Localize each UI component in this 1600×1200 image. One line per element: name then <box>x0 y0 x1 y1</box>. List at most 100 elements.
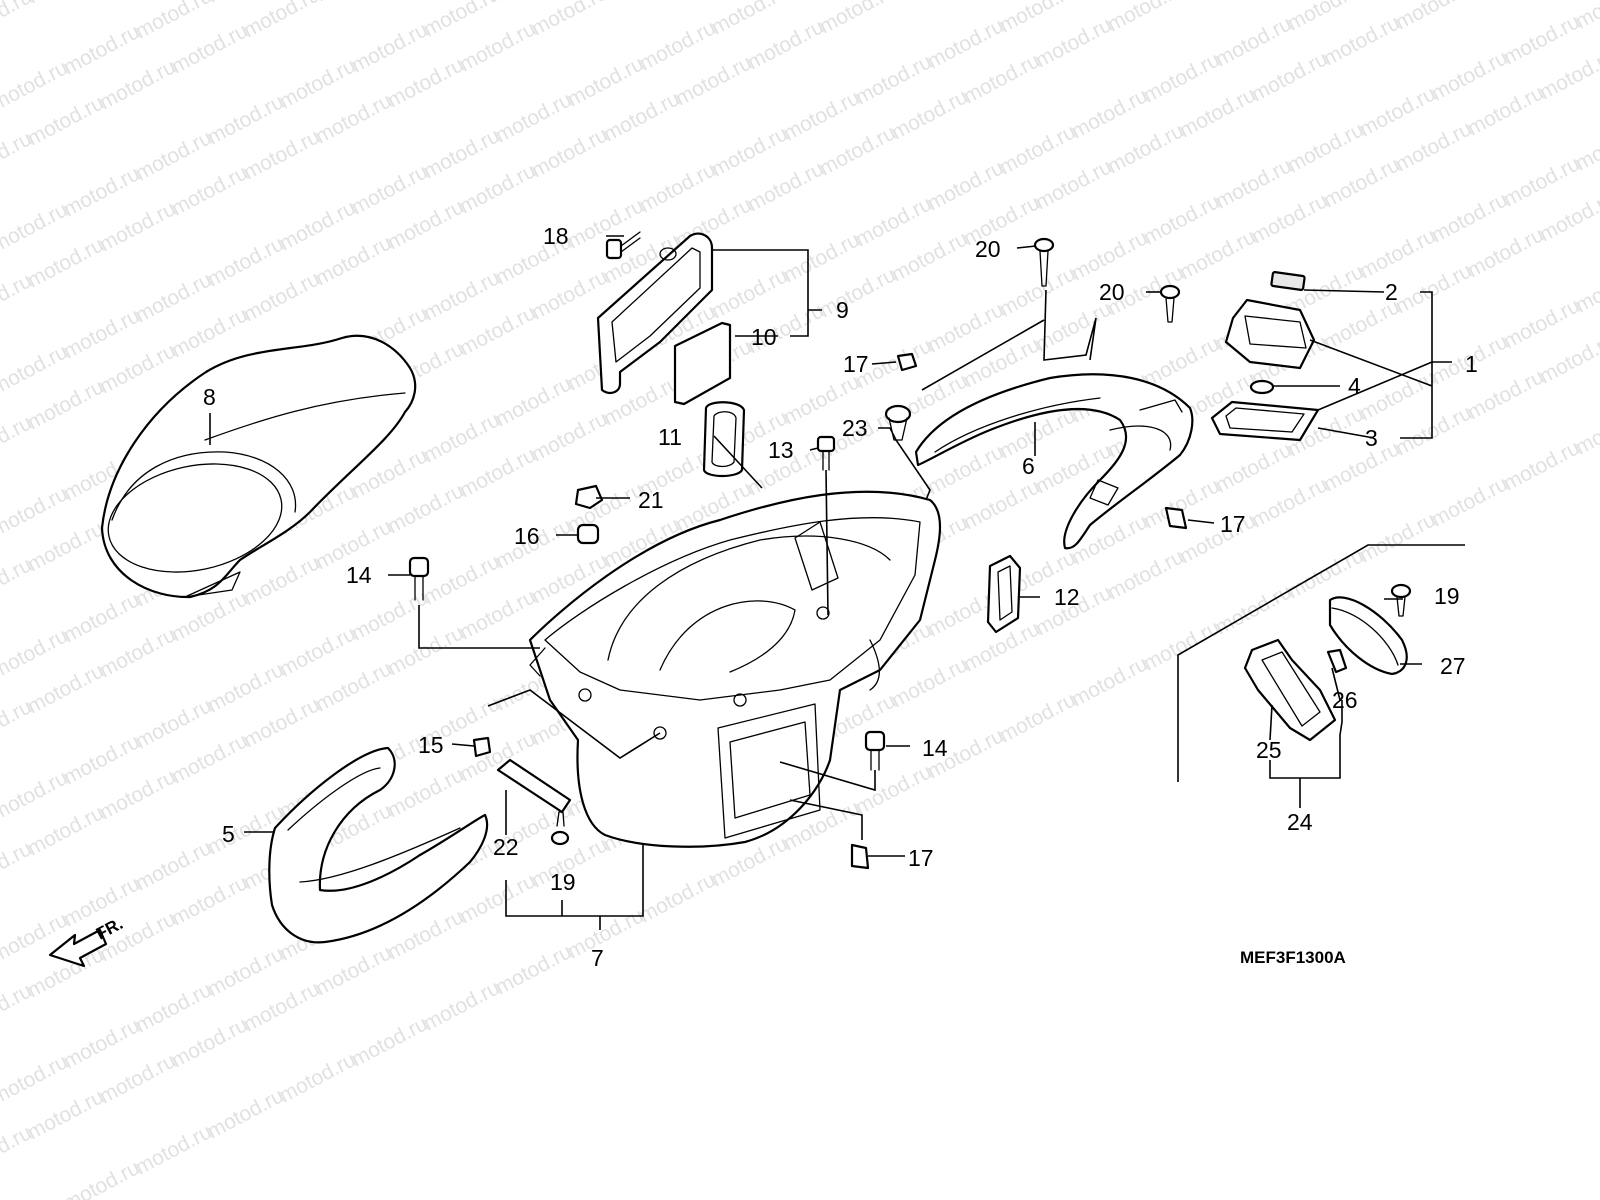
screw-19a[interactable] <box>1390 583 1412 617</box>
watermark-text: motod.ru <box>240 267 324 326</box>
watermark-text: motod.ru <box>60 588 144 647</box>
watermark-text: motod.ru <box>276 196 360 255</box>
clip-15[interactable] <box>472 736 492 758</box>
bolt-18[interactable] <box>605 231 641 260</box>
watermark-text: motod.ru <box>924 14 1008 73</box>
tail-light-assembly[interactable] <box>1210 271 1320 442</box>
watermark-text: motod.ru <box>708 122 792 181</box>
watermark-text: motod.ru <box>132 1120 216 1179</box>
watermark-text: motod.ru <box>132 126 216 185</box>
watermark-text: motod.ru <box>96 55 180 114</box>
watermark-text: motod.ru <box>168 303 252 362</box>
watermark-text: motod.ru <box>60 304 144 363</box>
watermark-text: motod.ru <box>1536 45 1600 104</box>
watermark-text: motod.ru <box>420 0 504 41</box>
watermark-text: motod.ru <box>888 85 972 144</box>
watermark-text: motod.ru <box>204 90 288 149</box>
carrier-arch-part[interactable] <box>914 373 1194 550</box>
watermark-text: motod.ru <box>0 766 72 825</box>
callout-20-right: 20 <box>1099 279 1125 305</box>
callout-12: 12 <box>1054 584 1080 610</box>
watermark-text: motod.ru <box>1104 119 1188 178</box>
callout-7: 7 <box>591 945 604 971</box>
watermark-text: motod.ru <box>1140 48 1224 107</box>
seat-part[interactable] <box>98 334 417 599</box>
watermark-text: motod.ru <box>1176 509 1260 568</box>
bracket-11-part[interactable] <box>702 401 746 478</box>
watermark-text: motod.ru <box>1212 154 1296 213</box>
watermark-text: motod.ru <box>852 192 936 251</box>
screw-19b[interactable] <box>550 811 570 846</box>
watermark-text: motod.ru <box>1284 0 1368 35</box>
watermark-text: motod.ru <box>60 730 144 789</box>
bolt-14b[interactable] <box>864 730 886 771</box>
clip-17a[interactable] <box>896 352 918 372</box>
watermark-text: motod.ru <box>1068 652 1152 711</box>
watermark-text: motod.ru <box>996 120 1080 179</box>
callout-2: 2 <box>1385 279 1398 305</box>
clip-17b[interactable] <box>1164 506 1188 530</box>
watermark-text: motod.ru <box>924 156 1008 215</box>
clip-17c[interactable] <box>850 843 870 870</box>
screw-20b[interactable] <box>1159 284 1181 323</box>
callout-22: 22 <box>493 834 519 860</box>
watermark-text: motod.ru <box>960 49 1044 108</box>
watermark-text: motod.ru <box>1500 436 1584 495</box>
luggage-box-part[interactable] <box>528 490 942 848</box>
watermark-text: motod.ru <box>1356 224 1440 283</box>
watermark-text: motod.ru <box>168 161 252 220</box>
bolt-14a[interactable] <box>408 556 430 601</box>
watermark-text: motod.ru <box>1536 187 1600 246</box>
watermark-text: motod.ru <box>492 940 576 999</box>
watermark-text: motod.ru <box>456 17 540 76</box>
lock-assembly-inset[interactable] <box>1243 596 1408 742</box>
watermark-text: motod.ru <box>1248 473 1332 532</box>
watermark-text: motod.ru <box>24 375 108 434</box>
watermark-text: motod.ru <box>420 124 504 183</box>
watermark-text: motod.ru <box>1356 366 1440 425</box>
bolt-13[interactable] <box>816 435 836 471</box>
watermark-text: motod.ru <box>852 50 936 109</box>
watermark-text: motod.ru <box>816 263 900 322</box>
callout-14-lower: 14 <box>922 735 948 761</box>
watermark-text: motod.ru <box>204 1084 288 1143</box>
collar-16[interactable] <box>576 523 600 545</box>
watermark-text: motod.ru <box>24 517 108 576</box>
grommet-23[interactable] <box>884 404 912 441</box>
watermark-text: motod.ru <box>492 372 576 431</box>
watermark-text: motod.ru <box>1500 10 1584 69</box>
callout-26: 26 <box>1332 687 1358 713</box>
watermark-text: motod.ru <box>24 659 108 718</box>
front-cover-part[interactable] <box>268 746 489 944</box>
watermark-text: motod.ru <box>24 91 108 150</box>
watermark-text: motod.ru <box>276 54 360 113</box>
watermark-text: motod.ru <box>1356 508 1440 567</box>
plate-22-part[interactable] <box>496 758 572 814</box>
clip-12-part[interactable] <box>986 554 1022 634</box>
watermark-text: motod.ru <box>240 977 324 1036</box>
watermark-text: motod.ru <box>420 266 504 325</box>
watermark-text: motod.ru <box>204 658 288 717</box>
watermark-text: motod.ru <box>600 0 684 4</box>
lid-lining-part[interactable] <box>596 232 732 406</box>
watermark-text: motod.ru <box>1140 616 1224 675</box>
watermark-text: motod.ru <box>204 942 288 1001</box>
watermark-text: motod.ru <box>816 121 900 180</box>
watermark-text: motod.ru <box>0 0 36 44</box>
watermark-text: motod.ru <box>1392 259 1476 318</box>
watermark-text: motod.ru <box>1500 294 1584 353</box>
screw-20a[interactable] <box>1033 237 1055 287</box>
watermark-text: motod.ru <box>240 0 324 42</box>
nut-21[interactable] <box>574 484 604 510</box>
watermark-text: motod.ru <box>348 18 432 77</box>
watermark-text: motod.ru <box>744 157 828 216</box>
watermark-text: motod.ru <box>1428 188 1512 247</box>
watermark-text: motod.ru <box>384 763 468 822</box>
watermark-text: motod.ru <box>564 194 648 253</box>
callout-15: 15 <box>418 732 444 758</box>
watermark-text: motod.ru <box>0 482 72 541</box>
watermark-text: motod.ru <box>1212 438 1296 497</box>
watermark-text: motod.ru <box>744 15 828 74</box>
watermark-text: motod.ru <box>132 978 216 1037</box>
watermark-text: motod.ru <box>420 550 504 609</box>
